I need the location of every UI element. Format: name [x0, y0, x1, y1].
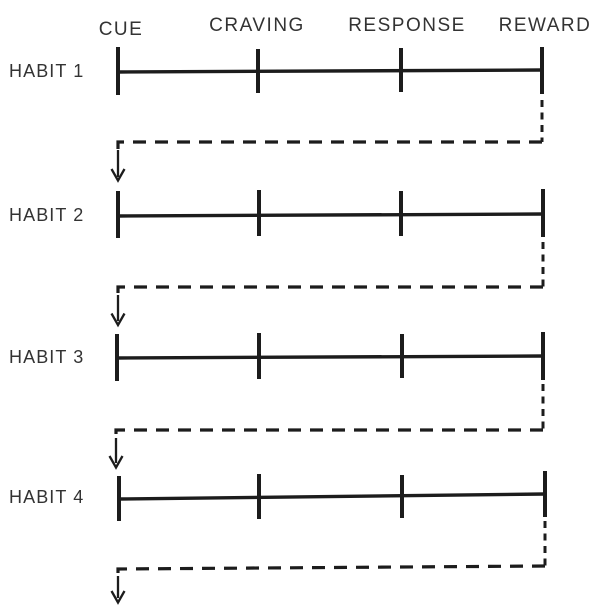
connector-reward2-to-cue3: [110, 242, 545, 328]
connector-return: [116, 140, 542, 152]
timeline-line: [116, 354, 545, 360]
arrow-down-icon: [110, 150, 126, 183]
habit-label-1: HABIT 1: [9, 61, 85, 81]
timeline-row-3: [115, 332, 545, 381]
arrow-head: [110, 312, 126, 328]
stage-label-craving: CRAVING: [209, 15, 305, 36]
arrow-down-icon: [108, 438, 124, 470]
stage-label-reward: REWARD: [498, 15, 592, 36]
arrow-head: [110, 590, 126, 605]
stage-label-cue: CUE: [98, 19, 144, 40]
stage-label-response: RESPONSE: [348, 15, 466, 36]
arrow-down-icon: [110, 576, 126, 605]
arrow-down-icon: [110, 295, 126, 328]
timeline-line: [118, 492, 546, 501]
timeline-line: [117, 68, 544, 74]
connector-return: [116, 564, 546, 576]
timeline-row-1: [116, 47, 544, 95]
timeline-line: [117, 212, 545, 218]
timeline-row-4: [117, 471, 547, 521]
timeline-row-2: [116, 189, 545, 238]
habit-label-4: HABIT 4: [9, 487, 85, 507]
arrow-head: [110, 168, 126, 183]
connector-reward1-to-cue2: [110, 100, 544, 183]
habit-label-2: HABIT 2: [9, 205, 85, 225]
arrow-head: [108, 455, 124, 470]
connector-reward3-to-cue4: [108, 384, 545, 470]
habit-label-3: HABIT 3: [9, 347, 85, 367]
connector-return: [116, 285, 543, 297]
connector-return: [114, 428, 543, 440]
connector-reward4-to-next: [110, 521, 547, 605]
